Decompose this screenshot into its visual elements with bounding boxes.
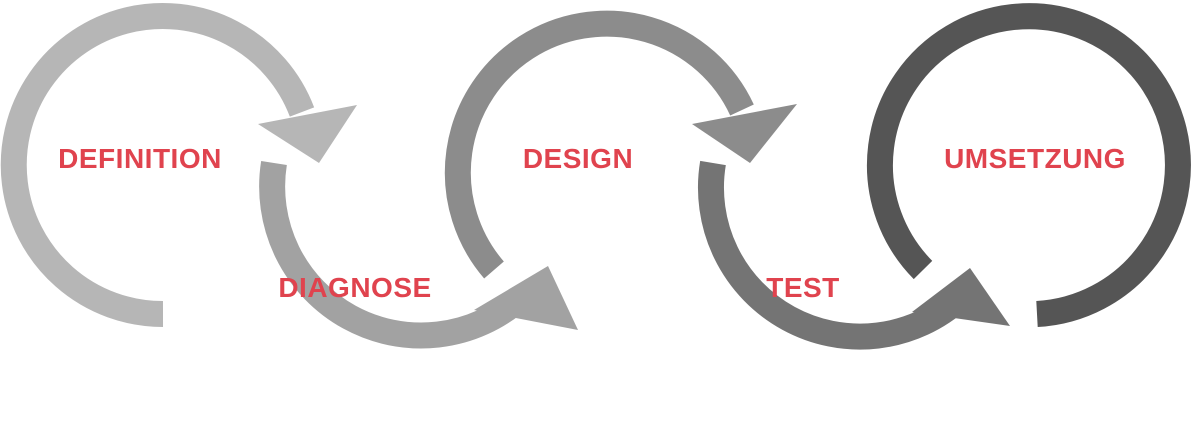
arrowhead-test	[912, 268, 1010, 326]
stage-arrow-test	[698, 160, 1010, 350]
arc-umsetzung	[867, 3, 1191, 327]
stage-arrow-design	[444, 10, 797, 279]
stage-label-diagnose: DIAGNOSE	[278, 272, 432, 303]
stage-label-design: DESIGN	[522, 143, 634, 174]
stage-label-test: TEST	[766, 272, 840, 303]
stage-arrow-diagnose	[259, 160, 578, 349]
arrowhead-definition	[258, 105, 357, 163]
stage-arrow-definition	[0, 3, 357, 327]
arc-test	[698, 160, 969, 350]
arc-definition	[0, 3, 315, 327]
stage-label-umsetzung: UMSETZUNG	[944, 143, 1126, 174]
arc-design	[444, 10, 754, 279]
arrowhead-design	[692, 104, 797, 163]
stage-label-definition: DEFINITION	[58, 143, 222, 174]
arrowhead-diagnose	[474, 266, 578, 330]
arc-diagnose	[259, 160, 529, 349]
stage-arrow-umsetzung	[867, 3, 1191, 327]
